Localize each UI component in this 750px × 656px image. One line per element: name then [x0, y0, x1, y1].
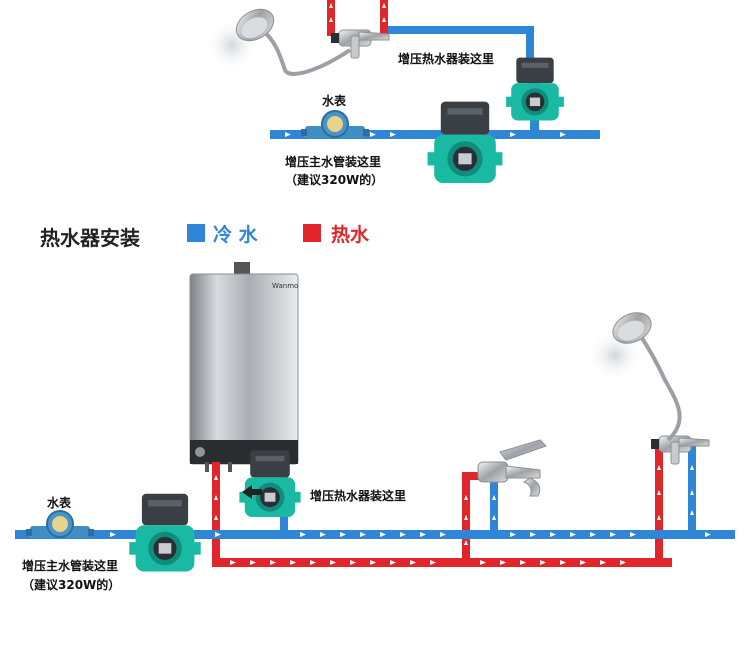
bottom-main-pump-icon [129, 493, 201, 572]
bottom-cold-riser-faucet [490, 478, 498, 538]
bottom-shower-hose [638, 333, 682, 442]
top-main-pump-note: （建议320W的） [285, 173, 384, 187]
bottom-diagram [15, 262, 735, 572]
legend-cold-swatch [187, 224, 205, 242]
bottom-meter-label: 水表 [47, 496, 72, 510]
section-title: 热水器安装 [40, 226, 140, 250]
water-heater-icon [189, 262, 299, 472]
legend-hot-label: 热水 [331, 224, 370, 246]
top-main-pump-icon [427, 101, 503, 183]
bottom-water-meter-icon [25, 510, 95, 539]
bottom-booster-pump-label: 增压热水器装这里 [310, 489, 407, 503]
bottom-hot-faucet-feed [462, 472, 492, 480]
top-meter-label: 水表 [322, 94, 347, 108]
bottom-hot-main-pipe [212, 558, 672, 567]
top-booster-pump-label: 增压热水器装这里 [398, 52, 495, 66]
bottom-cold-main-pipe [15, 530, 735, 539]
top-cold-pipe-branch [388, 26, 534, 70]
bottom-main-pump-note: （建议320W的） [22, 578, 121, 592]
top-water-meter-icon [300, 110, 370, 139]
top-shower-hose [260, 28, 352, 76]
booster-pointer-icon [242, 485, 262, 499]
bottom-hot-drop [212, 462, 220, 567]
bottom-hot-riser-shower [655, 445, 663, 567]
heater-brand-logo: Wanmo [272, 282, 299, 290]
bottom-main-pump-label: 增压主水管装这里 [22, 559, 119, 573]
top-diagram [206, 0, 600, 183]
top-cold-main-pipe [270, 130, 600, 139]
legend-cold-label: 冷 水 [213, 224, 258, 246]
top-mixer-valve-icon [330, 29, 390, 59]
top-booster-pump-icon [506, 57, 564, 121]
bottom-hot-riser-faucet [462, 478, 470, 567]
top-main-pump-label: 增压主水管装这里 [285, 155, 382, 169]
top-pipe-arrows [285, 3, 566, 137]
faucet-icon [477, 439, 547, 497]
legend-hot-swatch [303, 224, 321, 242]
